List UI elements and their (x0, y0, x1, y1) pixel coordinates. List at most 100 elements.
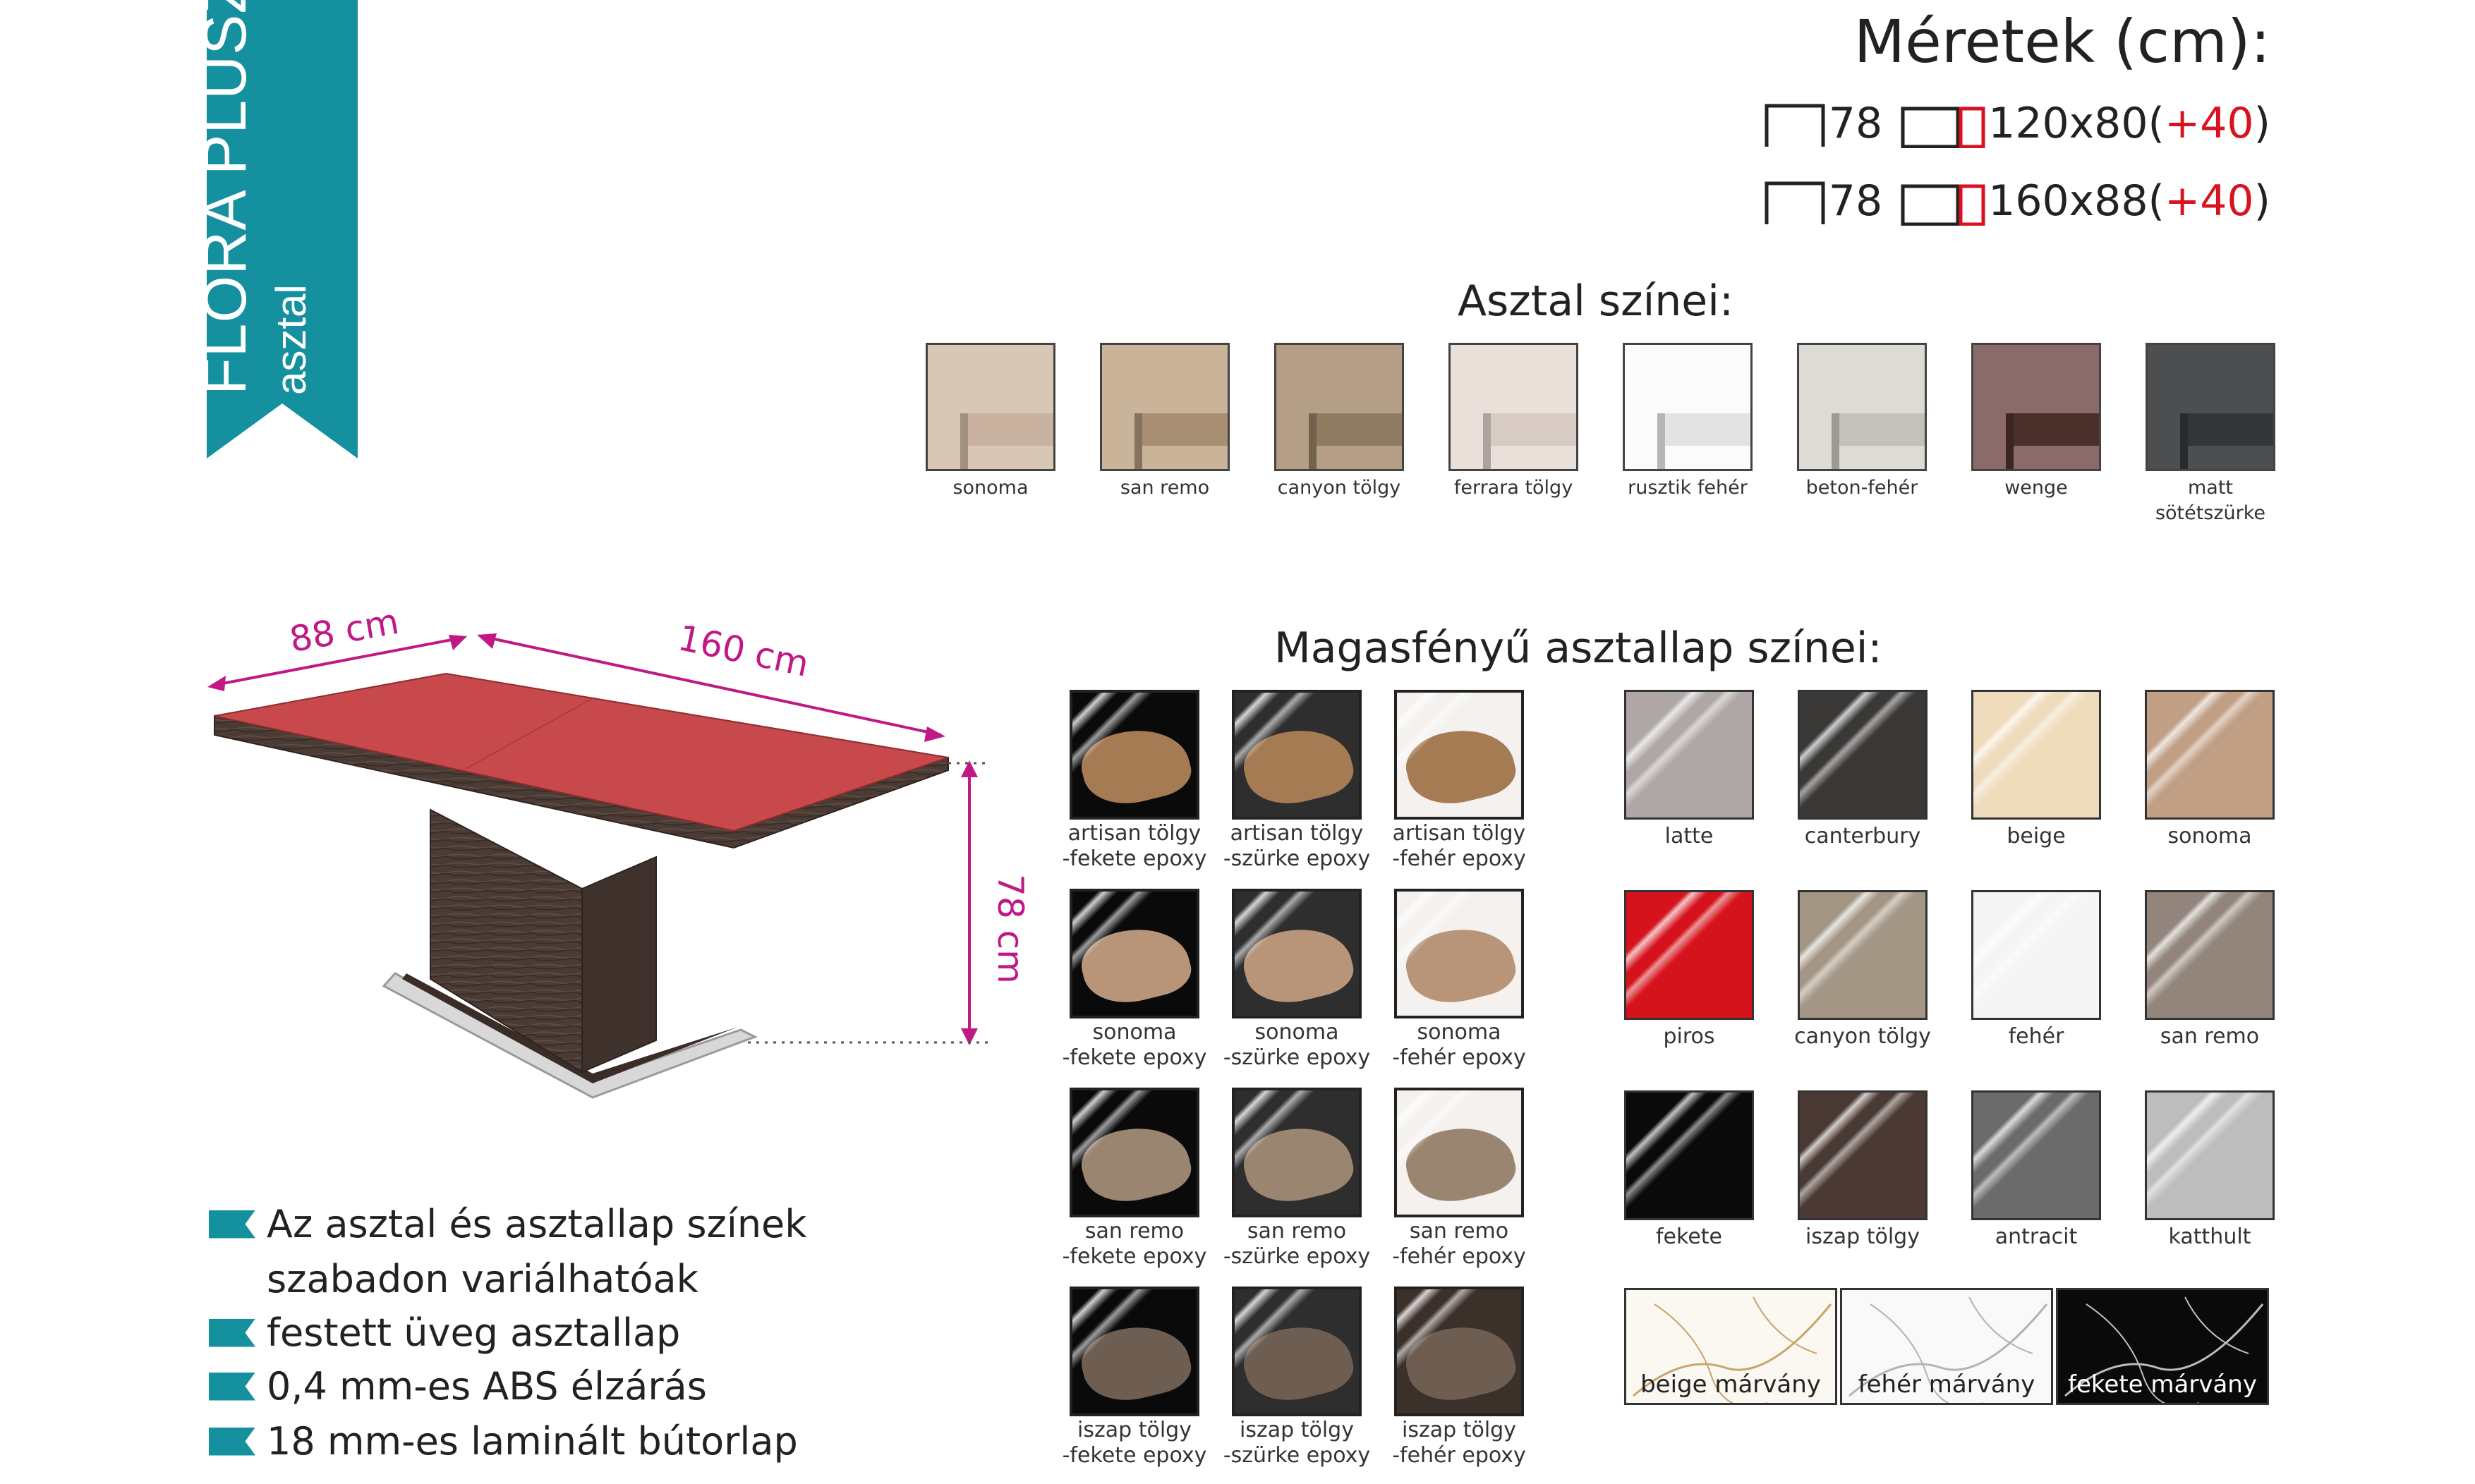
dimension-height: 78 (1828, 176, 1883, 226)
table-color-swatch[interactable] (1623, 343, 1753, 471)
table-color-swatch[interactable] (1100, 343, 1230, 471)
swatch-edge-side (1483, 413, 1491, 469)
glossy-color-swatch[interactable] (1624, 690, 1754, 820)
feature-item: 18 mm-es laminált bútorlap (209, 1419, 798, 1464)
feature-text: Az asztal és asztallap színek (267, 1202, 807, 1246)
top-size-icon (1901, 106, 1985, 149)
table-color-name: sonoma (952, 477, 1029, 499)
epoxy-swatch[interactable] (1070, 1287, 1199, 1416)
epoxy-label-line1: san remo (1409, 1219, 1509, 1243)
glossy-color-swatch[interactable] (2145, 890, 2275, 1020)
epoxy-swatch[interactable] (1394, 1088, 1524, 1217)
table-color-name: rusztik fehér (1628, 477, 1748, 499)
table-color-swatch[interactable] (1971, 343, 2101, 471)
product-title: FLÓRA PLUSZ (191, 0, 259, 395)
epoxy-swatch[interactable] (1394, 1287, 1524, 1416)
epoxy-swatch[interactable] (1232, 1287, 1362, 1416)
epoxy-swatch[interactable] (1394, 889, 1524, 1018)
glossy-color-swatch[interactable] (2145, 1090, 2275, 1220)
table-color-name: wenge (2004, 477, 2068, 499)
epoxy-wood (1237, 718, 1359, 814)
epoxy-wood (1237, 1315, 1359, 1411)
epoxy-label-line1: iszap tölgy (1240, 1418, 1354, 1442)
epoxy-label: iszap tölgy-fehér epoxy (1373, 1418, 1545, 1468)
table-color-name: matt (2187, 477, 2234, 499)
epoxy-label-line1: iszap tölgy (1402, 1418, 1516, 1442)
epoxy-label-line1: sonoma (1092, 1020, 1177, 1045)
swatch-edge (1309, 413, 1402, 446)
pedestal-side (581, 856, 657, 1074)
glossy-color-label: beige (2007, 824, 2066, 849)
epoxy-label-line1: sonoma (1417, 1020, 1501, 1045)
glossy-color-swatch[interactable] (1798, 1090, 1928, 1220)
epoxy-swatch[interactable] (1232, 1088, 1362, 1217)
dimension-extension-close: ) (2253, 99, 2270, 148)
marble-swatch[interactable]: fekete márvány (2056, 1288, 2269, 1405)
epoxy-wood (1399, 917, 1521, 1013)
epoxy-swatch[interactable] (1232, 889, 1362, 1018)
epoxy-label-line2: -szürke epoxy (1223, 1045, 1371, 1070)
epoxy-wood (1399, 718, 1521, 814)
epoxy-swatch[interactable] (1070, 1088, 1199, 1217)
epoxy-wood (1399, 1116, 1521, 1212)
swatch-edge (960, 413, 1053, 446)
epoxy-label-line1: artisan tölgy (1230, 821, 1364, 846)
marble-swatch[interactable]: fehér márvány (1840, 1288, 2053, 1405)
dimensions-title: Méretek (cm): (1853, 7, 2270, 76)
epoxy-label: sonoma-fehér epoxy (1373, 1020, 1545, 1071)
glossy-color-swatch[interactable] (2145, 690, 2275, 820)
glossy-color-swatch[interactable] (1624, 890, 1754, 1020)
swatch-board (928, 345, 1053, 469)
glossy-color-label: fekete (1656, 1224, 1722, 1249)
table-color-name: san remo (1120, 477, 1210, 499)
table-color-swatch[interactable] (1274, 343, 1404, 471)
table-color-name: canyon tölgy (1277, 477, 1401, 499)
bullet-flag-icon (209, 1210, 255, 1239)
epoxy-label-line2: -fekete epoxy (1062, 1244, 1207, 1269)
epoxy-swatch[interactable] (1070, 690, 1199, 820)
glossy-color-swatch[interactable] (1971, 1090, 2101, 1220)
table-color-swatch[interactable] (926, 343, 1055, 471)
swatch-board (1276, 345, 1402, 469)
glossy-color-label: fehér (2008, 1024, 2064, 1049)
epoxy-label: artisan tölgy-fehér epoxy (1373, 821, 1545, 872)
epoxy-swatch[interactable] (1232, 690, 1362, 820)
epoxy-label-line1: artisan tölgy (1392, 821, 1526, 846)
marble-swatch[interactable]: beige márvány (1624, 1288, 1837, 1405)
epoxy-swatch[interactable] (1394, 690, 1524, 820)
glossy-color-swatch[interactable] (1971, 890, 2101, 1020)
dimension-height: 78 (1828, 99, 1883, 148)
epoxy-label: artisan tölgy-szürke epoxy (1211, 821, 1383, 872)
epoxy-label-line2: -szürke epoxy (1223, 846, 1371, 871)
swatch-edge-side (2180, 413, 2188, 469)
swatch-board (2148, 345, 2273, 469)
swatch-edge (1832, 413, 1925, 446)
glossy-color-swatch[interactable] (1624, 1090, 1754, 1220)
swatch-edge-side (1657, 413, 1665, 469)
glossy-color-label: iszap tölgy (1805, 1224, 1920, 1249)
glossy-color-swatch[interactable] (1798, 890, 1928, 1020)
tabletop-surface (214, 672, 949, 832)
epoxy-label-line2: -fehér epoxy (1392, 846, 1526, 871)
glossy-color-label: canterbury (1804, 824, 1921, 849)
extension-seam (465, 698, 593, 770)
table-color-swatch[interactable] (2146, 343, 2275, 471)
dimension-extension-open: ( (2148, 176, 2165, 226)
glossy-color-label: canyon tölgy (1794, 1024, 1931, 1049)
table-color-swatch[interactable] (1797, 343, 1927, 471)
table-color-name: ferrara tölgy (1453, 477, 1573, 499)
epoxy-label-line2: -szürke epoxy (1223, 1244, 1371, 1269)
epoxy-label-line2: -fekete epoxy (1062, 1045, 1207, 1070)
table-color-label: ferrara tölgy (1427, 475, 1599, 501)
epoxy-label-line2: -fekete epoxy (1062, 846, 1207, 871)
height-measure-label: 78 cm (989, 874, 1031, 984)
table-color-swatch[interactable] (1448, 343, 1578, 471)
marble-label: fehér márvány (1858, 1370, 2035, 1399)
epoxy-wood (1075, 1116, 1197, 1212)
epoxy-swatch[interactable] (1070, 889, 1199, 1018)
bullet-flag-icon (209, 1318, 255, 1347)
glossy-color-swatch[interactable] (1971, 690, 2101, 820)
glossy-color-swatch[interactable] (1798, 690, 1928, 820)
